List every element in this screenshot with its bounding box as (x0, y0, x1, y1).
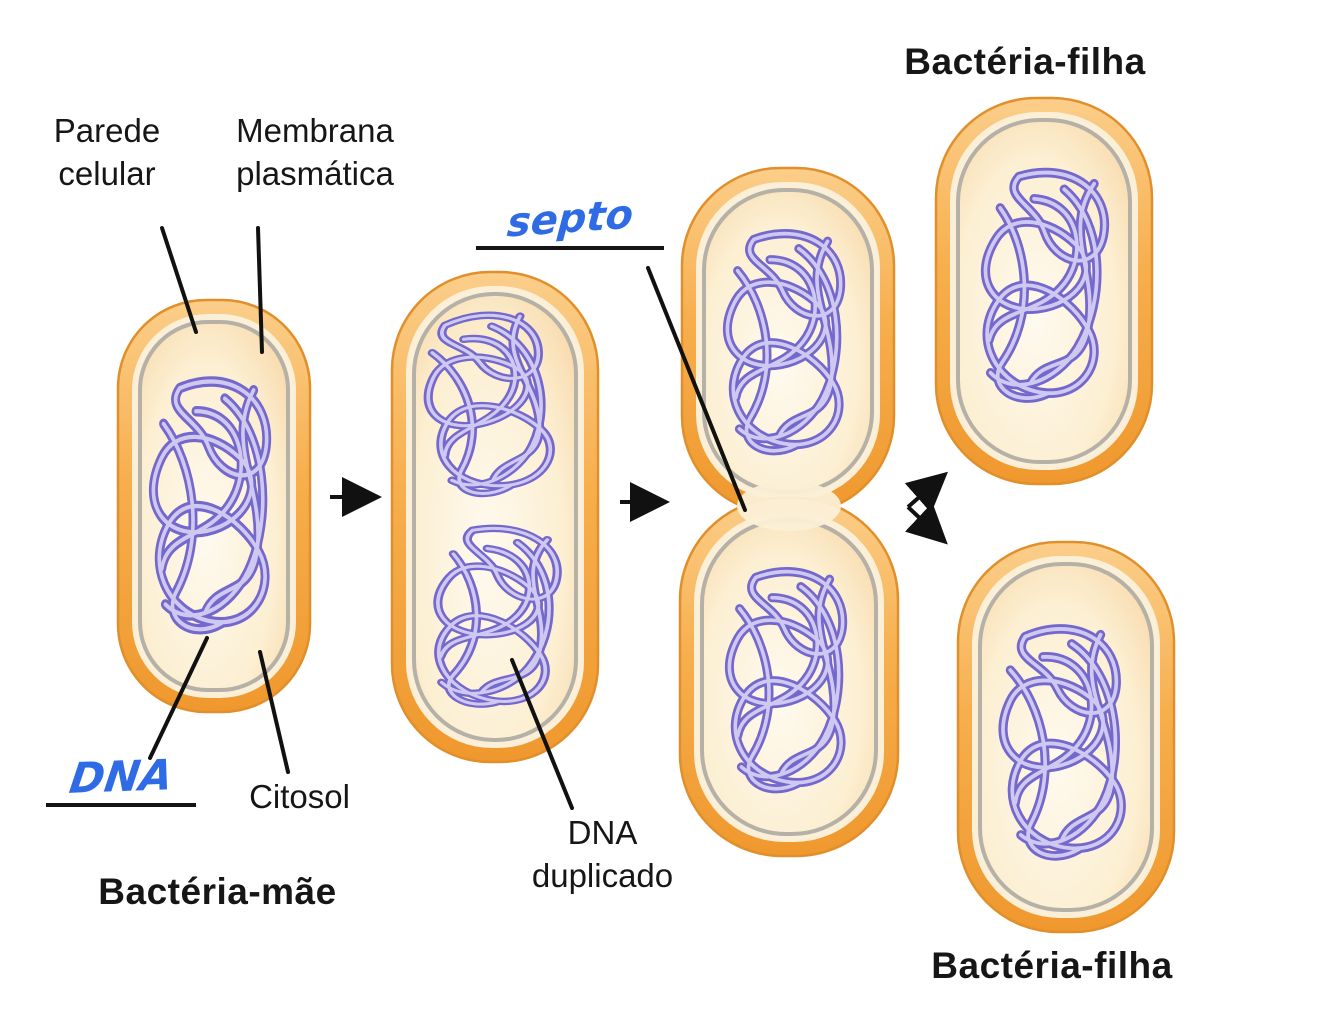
label-daughter-bacterium-bottom: Bactéria-filha (931, 945, 1173, 986)
label-mother-bacterium: Bactéria-mãe (98, 871, 337, 912)
label-cell-wall: Parede celular (22, 110, 192, 196)
label-dna-duplicated-line1: DNA (567, 814, 638, 851)
arrow-split-to-bottom-daughter (904, 502, 948, 545)
pointer-line-plasma-membrane (256, 226, 264, 354)
label-plasma-membrane: Membrana plasmática (190, 110, 440, 196)
bacterium-mother (116, 298, 312, 714)
label-plasma-membrane-line1: Membrana (236, 112, 394, 149)
label-cell-wall-line2: celular (58, 154, 156, 192)
label-dna-duplicated: DNA duplicado (495, 812, 710, 898)
pointer-line-septum (646, 266, 747, 512)
bacterium-daughter-bottom (956, 540, 1176, 934)
label-dna-handwriting: DNA (66, 750, 176, 803)
bacterium-duplicated-dna (390, 270, 600, 764)
bacterium-daughter-top (934, 96, 1154, 486)
pointer-line-dna-duplicated (510, 658, 574, 810)
label-dna: DNA (46, 750, 196, 807)
bacterium-dividing (678, 166, 900, 858)
label-septum: septo (476, 191, 664, 250)
label-septum-handwriting: septo (505, 191, 635, 247)
pointer-line-cell-wall (160, 226, 198, 334)
label-dna-duplicated-line2: duplicado (531, 856, 674, 894)
pointer-line-dna (148, 636, 209, 760)
label-daughter-bacterium-top: Bactéria-filha (904, 41, 1146, 82)
arrow-split-to-top-daughter (904, 471, 948, 514)
label-cell-wall-line1: Parede (53, 112, 161, 149)
septum (737, 481, 841, 531)
pointer-line-cytosol (258, 650, 290, 774)
label-cytosol: Citosol (249, 778, 350, 815)
label-plasma-membrane-line2: plasmática (236, 154, 394, 192)
